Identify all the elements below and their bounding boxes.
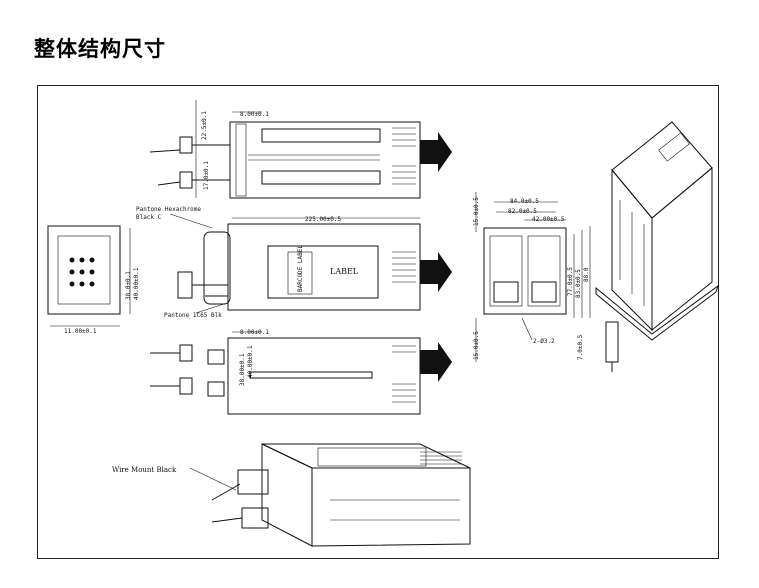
side-callout-handle-2: Black C: [136, 214, 162, 221]
iso-view-right: [595, 121, 719, 372]
side-barcode-label: BARCODE LABEL: [297, 245, 304, 292]
rear-width-half: 42.00±0.5: [532, 216, 565, 223]
rear-width-inner: 82.0±0.5: [508, 208, 537, 215]
top-side-dim: 17.0±0.1: [203, 161, 210, 190]
front-view: 11.00±0.1 40.00±0.1 38.0±0.1: [47, 225, 140, 335]
drawing-frame: [37, 85, 719, 559]
rear-view: 84.0±0.5 82.0±0.5 42.00±0.5 15.0±0.5 15.…: [473, 192, 591, 362]
side-label-text: LABEL: [330, 267, 359, 276]
bottom-view: 8.00±0.1 38.00±0.1 40.00±0.1: [150, 329, 452, 415]
iso-view-bottom: Wire Mount Black: [112, 443, 471, 547]
side-callout-handle-1: Pantone Hexachrome: [136, 206, 201, 213]
rear-height-4: 7.0±0.5: [577, 334, 584, 360]
bottom-edge-dim: 8.00±0.1: [240, 329, 269, 336]
rear-width-outer: 84.0±0.5: [510, 198, 539, 205]
side-callout-wire: Pantone 1C65 Blk: [164, 312, 222, 319]
side-length-dim: 225.00±0.5: [305, 216, 342, 223]
top-edge-dim: 8.00±0.1: [240, 111, 269, 118]
iso-bottom-callout: Wire Mount Black: [112, 466, 177, 474]
rear-height-2: 83.0±0.5: [575, 269, 582, 298]
rear-height-3: 88.0: [583, 267, 590, 282]
side-view: 225.00±0.5 LABEL BARCODE LABEL Pantone H…: [136, 206, 452, 319]
top-pitch-dim: 22.5±0.1: [201, 111, 208, 140]
front-width-dim: 11.00±0.1: [64, 328, 97, 335]
bottom-height-dim: 38.00±0.1: [239, 353, 246, 386]
rear-left-top: 15.0±0.5: [473, 197, 480, 226]
top-view: 8.00±0.1 22.5±0.1 17.0±0.1: [149, 100, 452, 199]
front-height-dim-2: 38.0±0.1: [125, 271, 132, 300]
bottom-height-dim-2: 40.00±0.1: [247, 345, 254, 378]
front-height-dim: 40.00±0.1: [133, 267, 140, 300]
page-title: 整体结构尺寸: [34, 37, 166, 61]
rear-height-1: 77.0±0.5: [567, 267, 574, 296]
rear-left-bottom: 15.0±0.5: [473, 331, 480, 360]
rear-hole-note: 2-Ø3.2: [533, 338, 555, 345]
